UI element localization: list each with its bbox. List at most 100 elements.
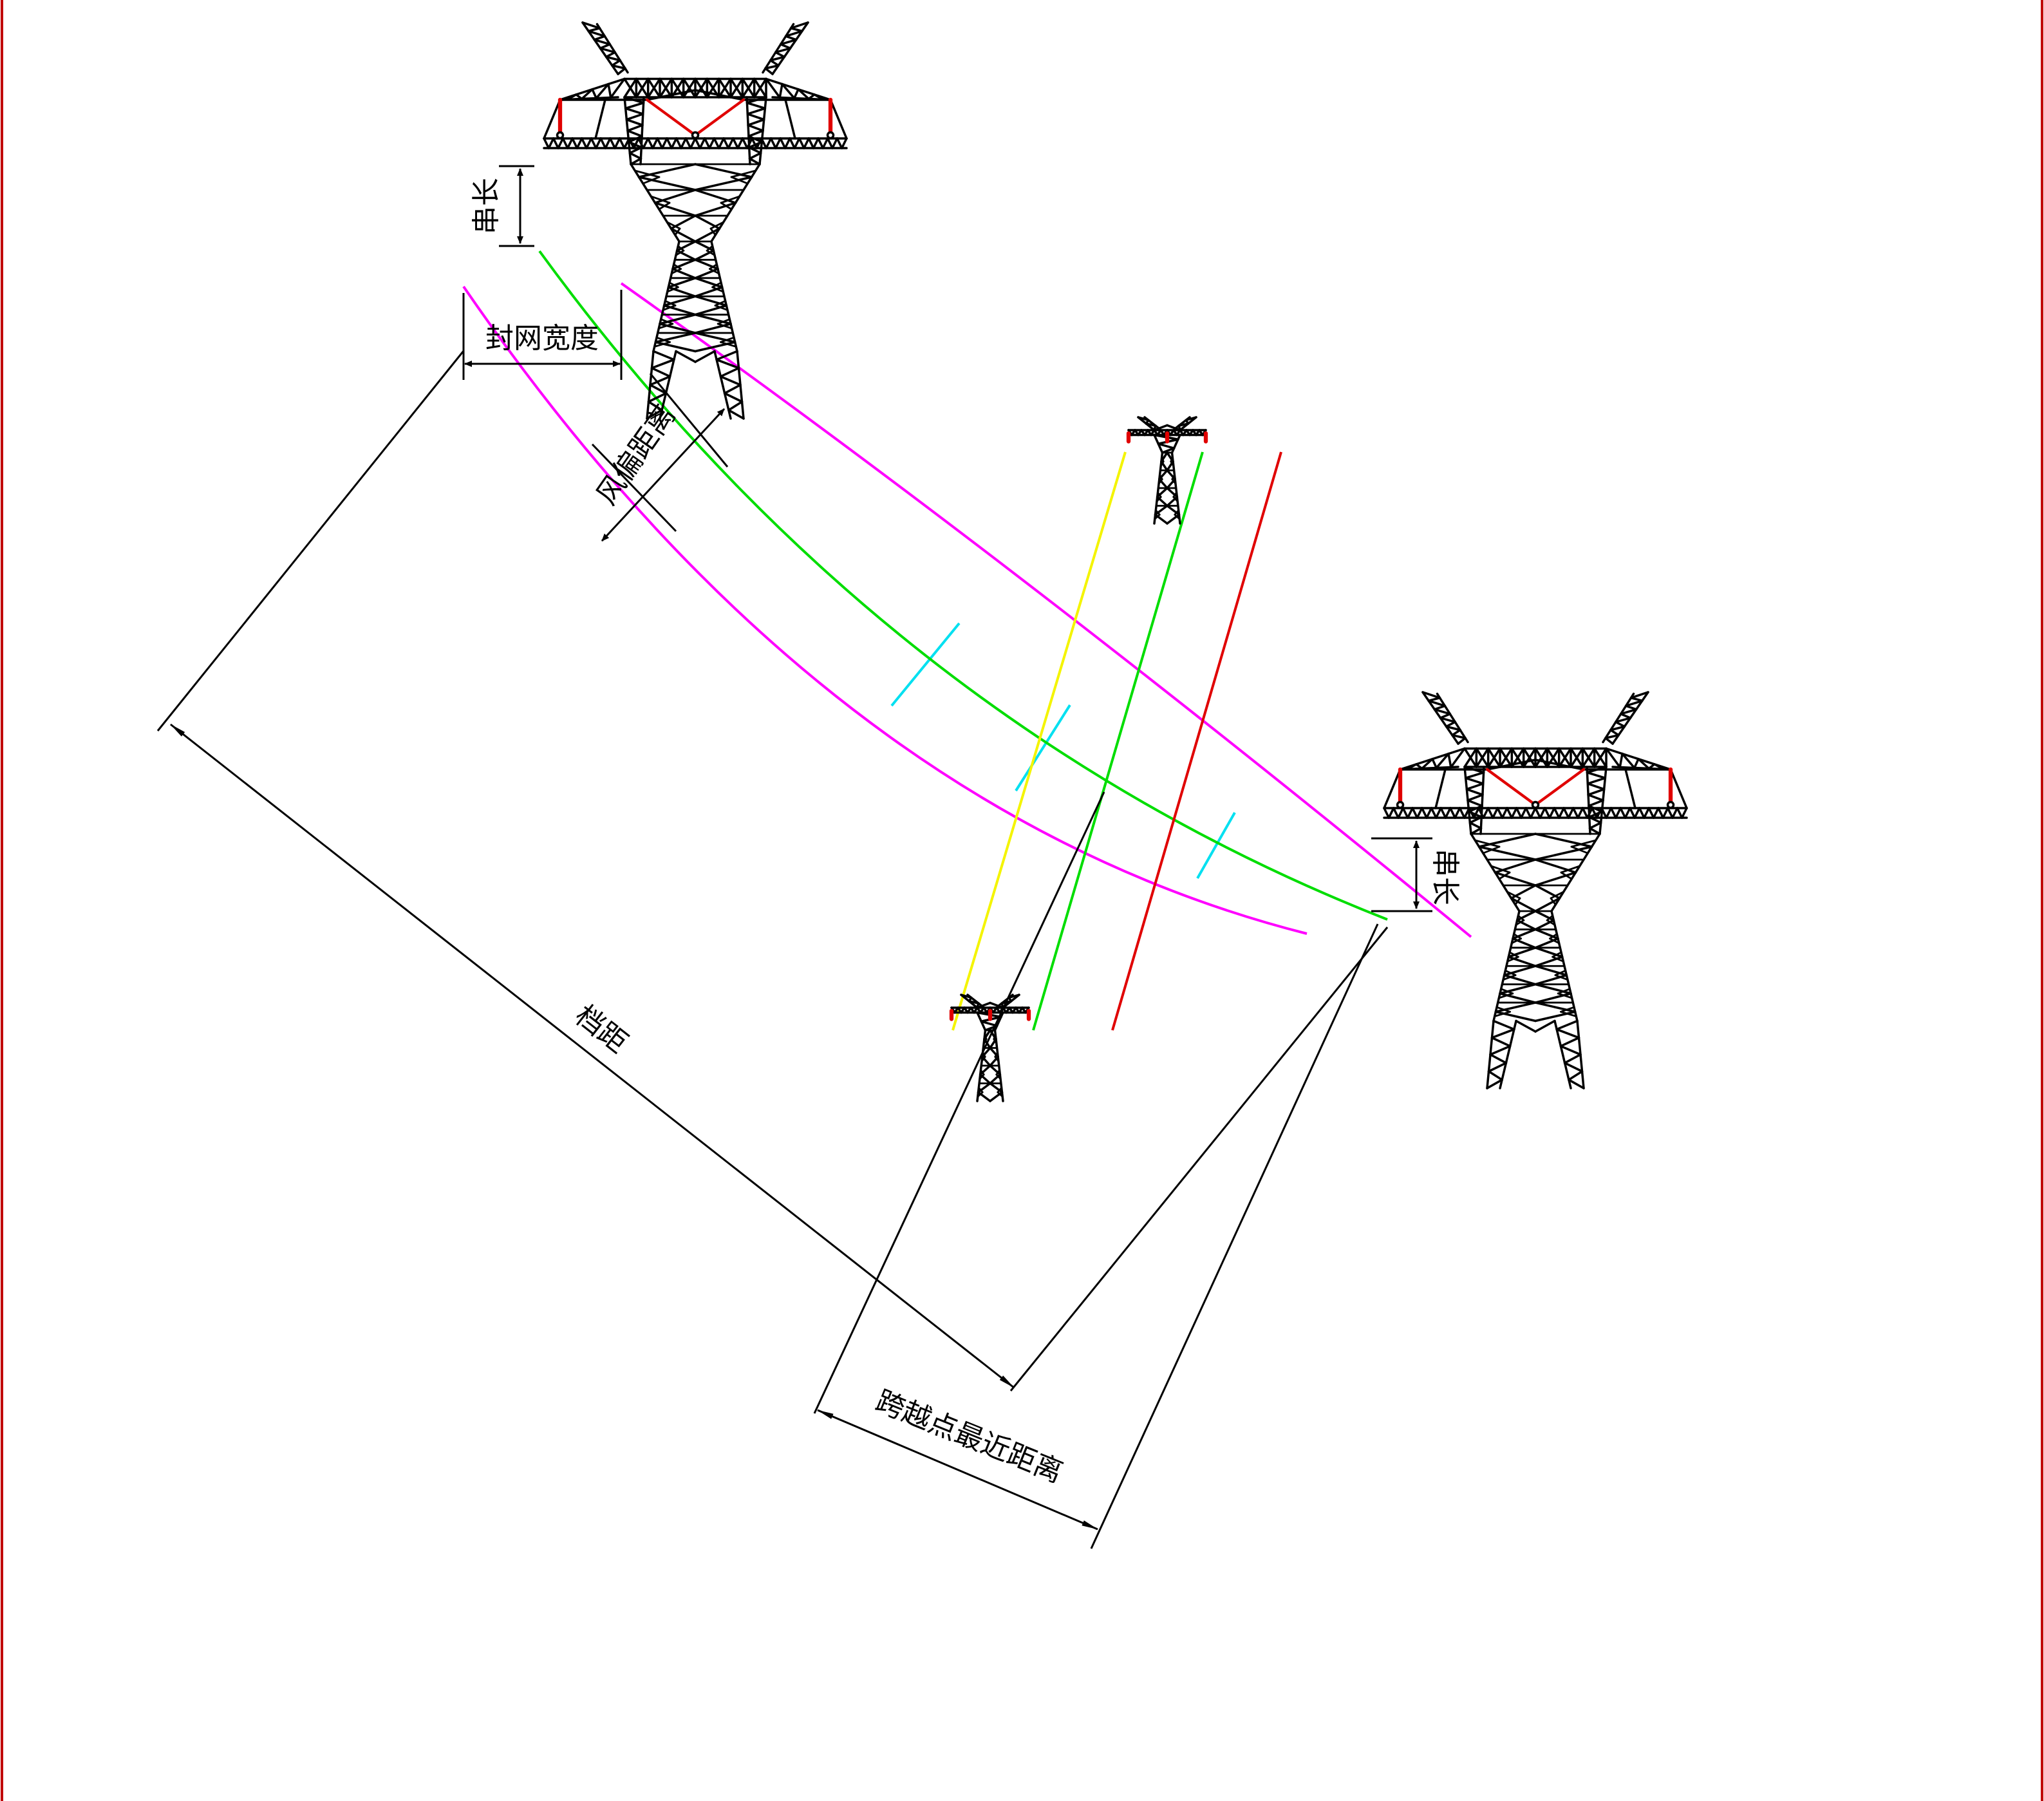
tower-member: [717, 323, 733, 330]
tower-member: [1618, 752, 1624, 769]
tower-member: [1411, 807, 1419, 819]
tower-member: [1591, 807, 1599, 819]
tower-member: [660, 318, 674, 325]
tower-member: [561, 137, 569, 149]
label-span: 档距: [569, 999, 634, 1059]
tower-member: [720, 202, 733, 211]
label-string-length-right: 串长: [1429, 849, 1461, 905]
tower-member: [1657, 807, 1665, 819]
tower-member: [1593, 747, 1608, 768]
tower-member: [694, 89, 745, 101]
tower-member: [1514, 897, 1521, 906]
tower-member: [649, 375, 671, 386]
tower-member: [1499, 1019, 1517, 1089]
tower-member: [595, 82, 610, 100]
tower-member: [694, 227, 721, 243]
tower-member: [677, 245, 685, 252]
label-net-width: 封网宽度: [485, 322, 599, 355]
tower-member: [1444, 807, 1452, 819]
tower-member: [1489, 1053, 1508, 1064]
conductor-clamp-icon: [826, 131, 835, 140]
tower-member: [1468, 821, 1483, 830]
tower-member: [1529, 807, 1537, 819]
tower-member: [1487, 1062, 1508, 1073]
tower-member: [813, 93, 825, 101]
tower-member: [642, 137, 650, 149]
tower-member: [1502, 974, 1517, 981]
tower-member: [1406, 763, 1418, 771]
tower-member: [1609, 725, 1626, 731]
tower-member: [747, 124, 764, 132]
tower-member: [547, 137, 555, 149]
tower-member: [1520, 807, 1528, 819]
tower-member: [1602, 692, 1635, 744]
tower-member: [576, 137, 583, 149]
tower-member: [684, 137, 692, 149]
tower-member: [803, 137, 810, 149]
tower-member: [604, 137, 612, 149]
tower-member: [1546, 747, 1561, 768]
tower-member: [1567, 807, 1575, 819]
tower-member: [1568, 1079, 1585, 1089]
tower-member: [1604, 733, 1620, 739]
tower-member: [1145, 422, 1157, 427]
tower-member: [1587, 787, 1606, 797]
tower-member: [624, 107, 644, 115]
tower-member: [1555, 1019, 1579, 1031]
tower-member: [1534, 1019, 1556, 1033]
conductor-clamp-icon: [1396, 800, 1405, 809]
tower-member: [1467, 799, 1483, 807]
tower-member: [1559, 1044, 1582, 1056]
tower-member: [1439, 807, 1447, 819]
tower-member: [807, 93, 816, 100]
tower-member: [637, 163, 697, 178]
tower-member: [694, 277, 724, 288]
tower-member: [779, 137, 787, 149]
tower-member: [708, 137, 716, 149]
tower-member: [1581, 807, 1589, 819]
tower-member: [1154, 509, 1161, 516]
tower-member: [1581, 747, 1596, 768]
tower-member: [1524, 807, 1532, 819]
tower-member: [720, 336, 735, 343]
tower-member: [1499, 992, 1537, 1004]
tower-member: [1463, 747, 1478, 768]
tower-member: [1450, 747, 1466, 769]
tower-member: [1534, 910, 1555, 921]
net-rung: [1196, 812, 1236, 879]
tower-member: [1534, 1001, 1577, 1014]
tower-member: [675, 350, 697, 363]
tower-member: [1666, 807, 1674, 819]
transmission-tower-small-lower: [949, 994, 1031, 1102]
tower-member: [668, 281, 679, 288]
tower-member: [1621, 752, 1636, 769]
tower-member: [1490, 865, 1511, 874]
tower-member: [1543, 807, 1551, 819]
tower-member: [741, 137, 749, 149]
tower-member: [1517, 914, 1525, 921]
tower-member: [1552, 951, 1562, 958]
tower-member: [1435, 807, 1442, 819]
tower-member: [587, 30, 606, 37]
tower-member: [769, 55, 786, 62]
tower-member: [719, 375, 742, 386]
tower-member: [581, 21, 601, 30]
tower-member: [1629, 691, 1649, 699]
tower-member: [1465, 787, 1484, 797]
tower-member: [715, 358, 740, 370]
dim-crossing-arrow: [817, 1409, 1098, 1531]
tower-member: [1494, 871, 1537, 887]
tower-member: [784, 99, 796, 140]
label-nearest-crossing: 跨越点最近距离: [871, 1384, 1067, 1489]
tower-member: [1156, 496, 1162, 503]
tower-member: [1467, 793, 1484, 802]
tower-member: [1479, 766, 1485, 835]
tower-member: [1434, 768, 1447, 809]
tower-member: [714, 299, 727, 306]
tower-member: [1416, 807, 1423, 819]
tower-member: [1624, 768, 1636, 809]
tower-member: [1445, 725, 1461, 731]
tower-member: [1615, 807, 1622, 819]
tower-member: [1588, 827, 1601, 835]
